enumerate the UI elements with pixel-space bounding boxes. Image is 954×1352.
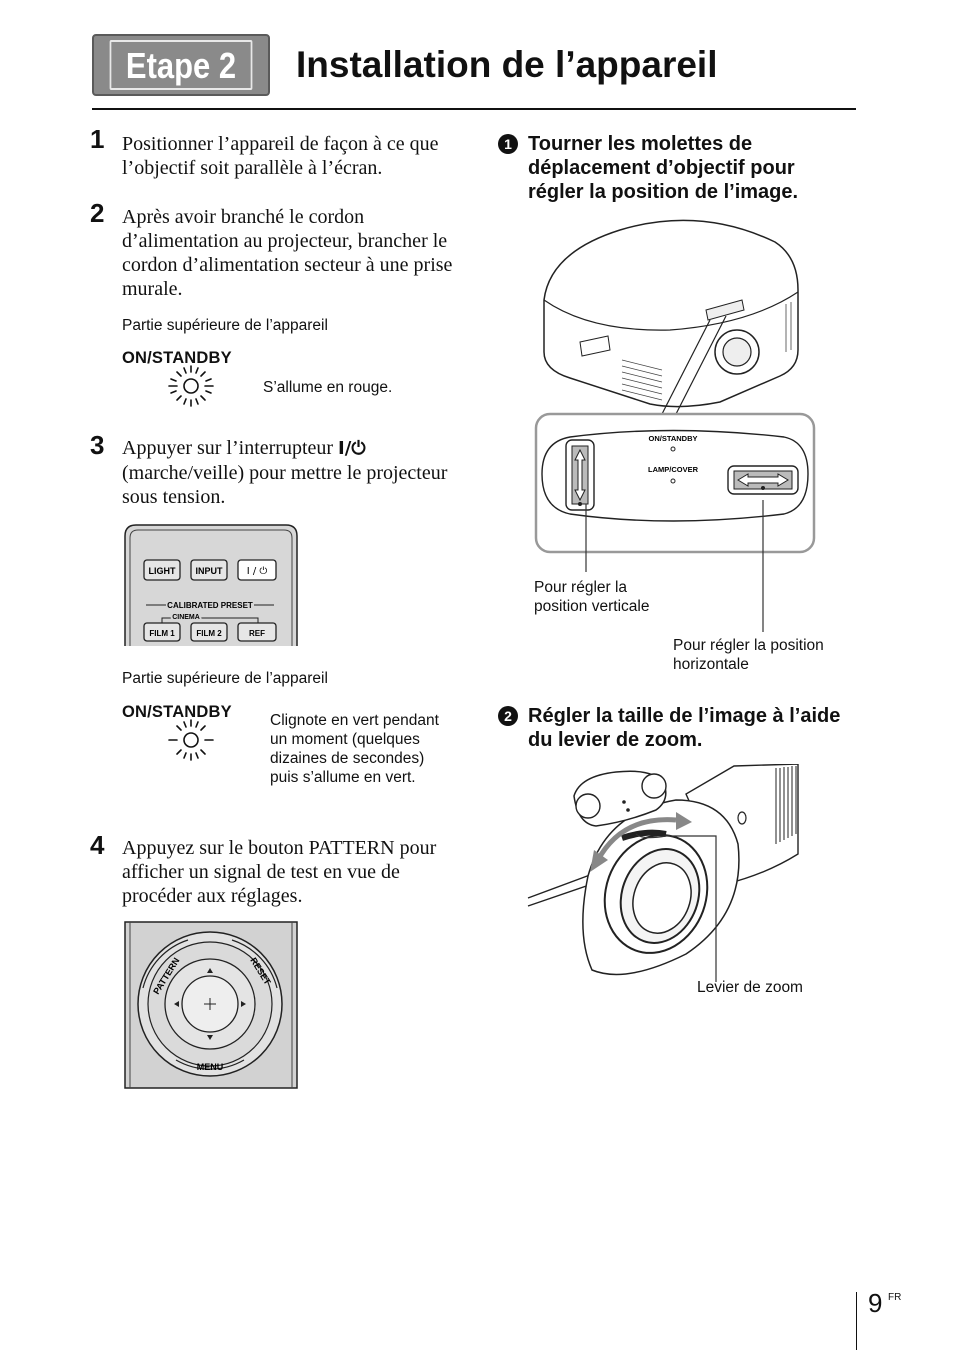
sub-step-1-text: Tourner les molettes de déplacement d’ob… [528, 133, 799, 203]
sub-step-2-text: Régler la taille de l’image à l’aide du … [528, 705, 841, 751]
remote-input-label: INPUT [196, 566, 224, 576]
indicator-2-caption: Partie supérieure de l’appareil [122, 670, 328, 687]
remote-light-button: LIGHT [143, 559, 181, 581]
sub-step-2-bullet: 2 [498, 706, 518, 726]
remote-light-label: LIGHT [149, 566, 176, 576]
step-badge-label: Etape 2 [109, 40, 253, 90]
remote-film2-label: FILM 2 [196, 629, 222, 638]
remote-power-button: I / ⏻ [237, 559, 277, 581]
indicator-1-label: ON/STANDBY [122, 349, 232, 367]
remote-menu-label: MENU [197, 1062, 224, 1072]
callout-vertical-position: Pour régler la position verticale [534, 579, 650, 615]
indicator-2-label: ON/STANDBY [122, 703, 232, 721]
step-3-text: Appuyer sur l’interrupteur I/⏻ (marche/v… [122, 436, 452, 509]
remote-film2-button: FILM 2 [190, 622, 228, 642]
step-4-text: Appuyez sur le bouton PATTERN pour affic… [122, 837, 437, 907]
indicator-1-note: S’allume en rouge. [263, 379, 393, 396]
panel-onstandby-label: ON/STANDBY [648, 434, 697, 443]
projector-lens-shift-illustration: ON/STANDBY LAMP/COVER [534, 219, 816, 554]
language-code: FR [888, 1292, 902, 1303]
title-divider [92, 108, 856, 110]
step-3-text-before: Appuyer sur l’interrupteur [122, 437, 339, 459]
power-switch-icon: I/⏻ [338, 438, 366, 459]
callout-zoom-lever: Levier de zoom [697, 979, 803, 996]
page-number: 9 [868, 1288, 883, 1318]
indicator-1-caption: Partie supérieure de l’appareil [122, 317, 328, 334]
callout-horizontal-position: Pour régler la position horizontale [673, 637, 824, 673]
remote-ref-button: REF [237, 622, 277, 642]
remote-film1-button: FILM 1 [143, 622, 181, 642]
panel-lampcover-label: LAMP/COVER [648, 465, 699, 474]
zoom-lever-illustration [527, 764, 799, 982]
step-badge: Etape 2 [92, 34, 270, 96]
remote-control-top-illustration: LIGHT INPUT I / ⏻ CALIBRATED PRESET CINE… [124, 524, 298, 646]
step-1-number: 1 [90, 124, 105, 154]
indicator-2-note: Clignote en vert pendant un moment (quel… [270, 712, 439, 786]
sub-step-1-bullet: 1 [498, 134, 518, 154]
step-2-number: 2 [90, 198, 105, 228]
indicator-1-light-icon [168, 365, 214, 407]
step-3-number: 3 [90, 430, 105, 460]
remote-control-pattern-illustration: PATTERN RESET MENU [124, 921, 298, 1089]
page-title: Installation de l’appareil [296, 44, 718, 85]
step-3-text-after: (marche/veille) pour mettre le projecteu… [122, 462, 448, 508]
remote-film1-label: FILM 1 [149, 629, 175, 638]
remote-ref-label: REF [249, 629, 265, 638]
remote-power-label: I / ⏻ [247, 566, 268, 577]
lens-shift-callout-lines [585, 500, 764, 632]
step-2-text: Après avoir branché le cordon d’alimenta… [122, 206, 453, 300]
step-1-text: Positionner l’appareil de façon à ce que… [122, 133, 439, 179]
remote-cinema-label: CINEMA [172, 614, 200, 621]
footer-divider [856, 1292, 857, 1350]
step-4-number: 4 [90, 830, 105, 860]
indicator-2-light-icon [168, 719, 214, 761]
remote-calibrated-preset-label: CALIBRATED PRESET [167, 601, 253, 610]
remote-input-button: INPUT [190, 559, 228, 581]
